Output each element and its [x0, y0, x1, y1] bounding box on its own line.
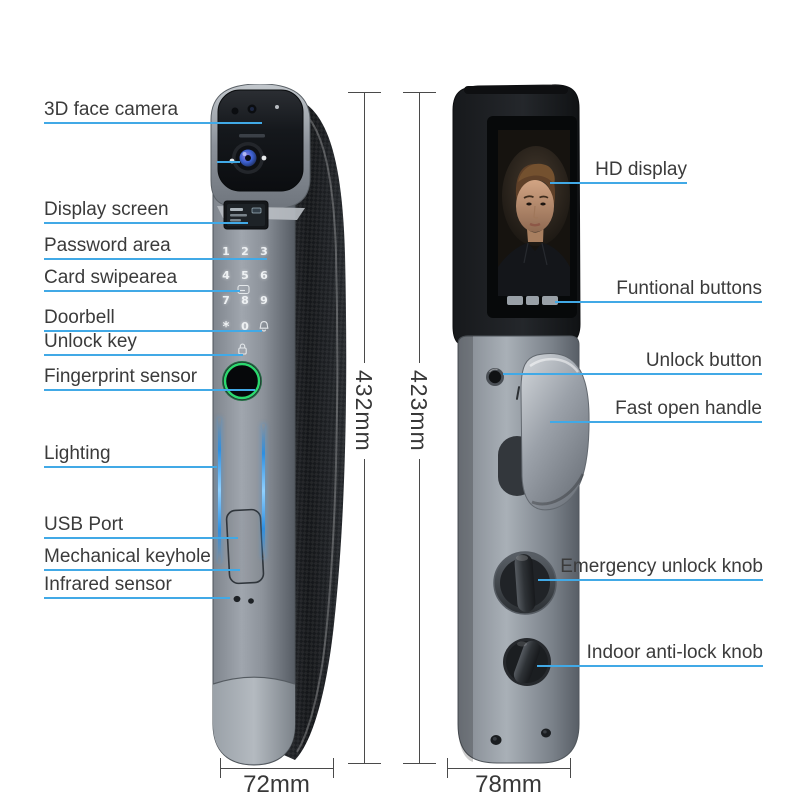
indoor-anti-lock-knob[interactable]: [503, 638, 551, 686]
key-4[interactable]: 4: [222, 269, 230, 282]
callout-line: [555, 301, 762, 303]
card-swipe-icon: [237, 284, 250, 295]
light-strip-right: [262, 424, 265, 558]
brand-mark: [239, 134, 265, 138]
callout-password-area: Password area: [44, 235, 267, 260]
doorbell-icon[interactable]: [257, 320, 271, 334]
key-7[interactable]: 7: [222, 294, 230, 307]
callout-usb-port: USB Port: [44, 514, 238, 539]
functional-buttons[interactable]: [507, 296, 558, 305]
front-lock-view: 1 2 3 4 5 6 7 8 9 * 0: [205, 83, 355, 774]
dim-cap: [570, 758, 571, 778]
callout-line: [550, 421, 762, 423]
callout-card-swipearea: Card swipearea: [44, 267, 240, 292]
callout-unlock-button: Unlock button: [503, 350, 762, 375]
key-1[interactable]: 1: [222, 245, 230, 258]
key-2[interactable]: 2: [241, 245, 249, 258]
callout-label: Indoor anti-lock knob: [586, 642, 763, 663]
callout-label: Funtional buttons: [616, 278, 762, 299]
dim-cap: [333, 758, 334, 778]
callout-line: [538, 579, 763, 581]
key-9[interactable]: 9: [260, 294, 268, 307]
callout-label: Lighting: [44, 443, 111, 464]
callout-label: Doorbell: [44, 307, 115, 328]
fill-light-led-right: [261, 155, 267, 161]
key-star[interactable]: *: [222, 320, 230, 335]
key-3[interactable]: 3: [260, 245, 268, 258]
callout-emergency-unlock-knob: Emergency unlock knob: [538, 556, 763, 581]
front-lock-bottom-cap: [212, 676, 296, 764]
callout-doorbell: Doorbell: [44, 307, 262, 332]
infrared-sensor-dots: [233, 595, 254, 604]
fast-open-handle[interactable]: [520, 353, 590, 511]
callout-label: HD display: [595, 159, 687, 180]
callout-infrared-sensor: Infrared sensor: [44, 574, 230, 599]
screw-holes: [490, 728, 551, 745]
key-8[interactable]: 8: [241, 294, 249, 307]
callout-3d-face-camera: 3D face camera: [44, 99, 262, 124]
callout-fast-open-handle: Fast open handle: [550, 398, 762, 423]
callout-line: [44, 290, 240, 292]
portrait-image: [498, 130, 570, 296]
key-6[interactable]: 6: [260, 269, 268, 282]
face-camera-lens-icon: [232, 142, 264, 174]
front-lock-art: [210, 83, 347, 766]
callout-label: USB Port: [44, 514, 124, 535]
face-camera-panel: [217, 89, 304, 192]
callout-line: [44, 597, 230, 599]
callout-label: Mechanical keyhole: [44, 546, 211, 567]
emergency-unlock-knob[interactable]: [493, 551, 557, 615]
callout-indoor-anti-lock-knob: Indoor anti-lock knob: [537, 642, 763, 667]
callout-line: [550, 182, 687, 184]
back-lock-art: [452, 84, 590, 764]
callout-label: Card swipearea: [44, 267, 178, 288]
callout-label: Fast open handle: [615, 398, 762, 419]
status-led: [275, 105, 279, 109]
callout-line: [537, 665, 763, 667]
callout-line: [44, 537, 238, 539]
callout-label: Unlock key: [44, 331, 137, 352]
dim-label: 78mm: [475, 771, 542, 798]
hd-display-screen: [487, 116, 577, 318]
callout-fingerprint-sensor: Fingerprint sensor: [44, 366, 255, 391]
battery-icon: [251, 207, 262, 214]
callout-line: [44, 389, 255, 391]
callout-label: Infrared sensor: [44, 574, 172, 595]
callout-line: [44, 466, 217, 468]
unlock-button[interactable]: [486, 368, 504, 386]
callout-unlock-key: Unlock key: [44, 331, 243, 356]
callout-line: [44, 258, 267, 260]
callout-mechanical-keyhole: Mechanical keyhole: [44, 546, 240, 571]
dim-label: 423mm: [404, 363, 433, 459]
callout-line: [44, 330, 262, 332]
camera-lens-pointer-line: [217, 161, 240, 163]
callout-label: 3D face camera: [44, 99, 179, 120]
callout-line: [44, 354, 243, 356]
callout-label: Emergency unlock knob: [560, 556, 763, 577]
light-strip-left: [218, 418, 221, 562]
callout-label: Display screen: [44, 199, 169, 220]
key-5[interactable]: 5: [241, 269, 249, 282]
callout-hd-display: HD display: [550, 159, 687, 184]
callout-functional-buttons: Funtional buttons: [555, 278, 762, 303]
callout-display-screen: Display screen: [44, 199, 248, 224]
key-0[interactable]: 0: [241, 320, 249, 333]
callout-line: [44, 222, 248, 224]
callout-label: Unlock button: [645, 350, 762, 371]
callout-line: [44, 569, 240, 571]
callout-line: [503, 373, 762, 375]
dim-cap: [403, 763, 436, 764]
back-lock-view: [440, 84, 595, 774]
callout-lighting: Lighting: [44, 443, 217, 468]
callout-label: Password area: [44, 235, 171, 256]
dim-cap: [348, 763, 381, 764]
dim-line: [447, 768, 570, 769]
dim-line: [220, 768, 333, 769]
dim-label: 432mm: [349, 363, 378, 459]
callout-line: [44, 122, 262, 124]
dim-label: 72mm: [243, 771, 310, 798]
callout-label: Fingerprint sensor: [44, 366, 198, 387]
